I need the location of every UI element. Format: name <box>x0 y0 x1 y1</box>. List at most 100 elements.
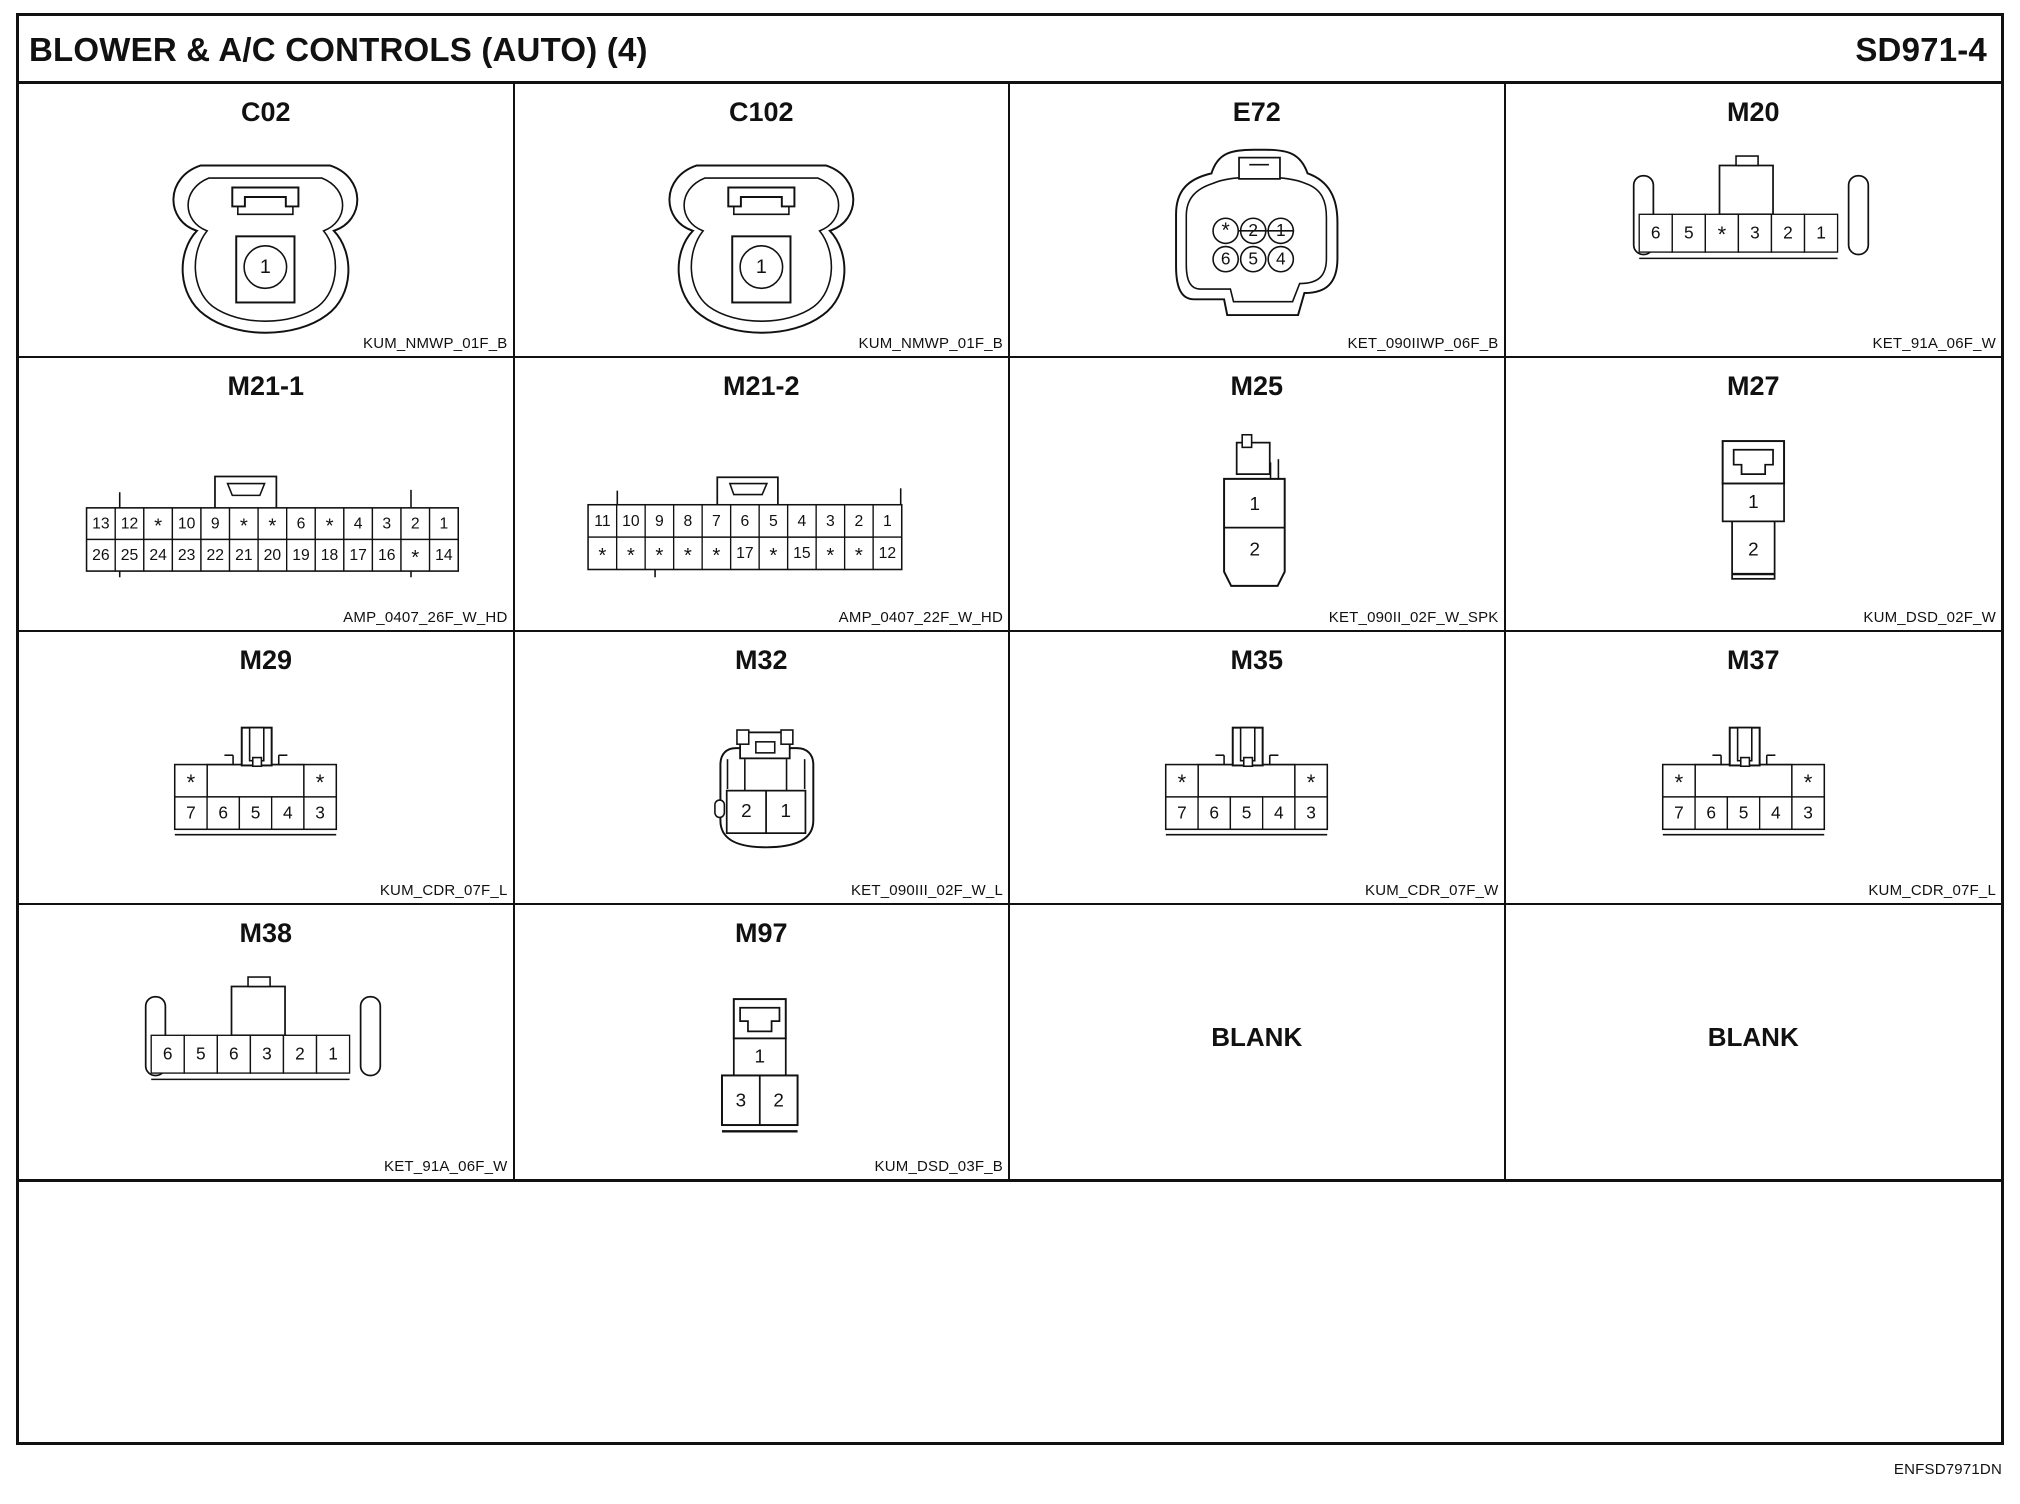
pin-label: 3 <box>735 1091 746 1112</box>
blank-connector-cell: BLANK <box>1010 905 1506 1179</box>
pin-cell <box>400 538 431 572</box>
pin-cell <box>1197 795 1232 830</box>
pin-cell <box>343 538 374 572</box>
pin-label: * <box>683 544 691 567</box>
blank-label: BLANK <box>1211 1022 1303 1053</box>
connector-sheet: BLOWER & A/C CONTROLS (AUTO) (4) SD971-4… <box>16 13 2004 1445</box>
connector-housing <box>1175 148 1339 317</box>
pin-label: 6 <box>740 513 749 530</box>
pin-label: * <box>1178 769 1187 794</box>
lock-ear-left <box>735 728 750 745</box>
pin-cell <box>1294 763 1328 798</box>
pin-label: 23 <box>178 547 196 564</box>
top-tab <box>1718 164 1774 216</box>
connector-part-number: KUM_DSD_03F_B <box>874 1158 1003 1175</box>
pin-label: * <box>154 514 162 537</box>
pin-cell <box>1726 795 1760 830</box>
pin-label: 3 <box>826 513 835 530</box>
top-tab <box>230 985 286 1037</box>
pin-label: 13 <box>92 515 110 532</box>
locking-lug <box>715 476 779 506</box>
terminal-circle <box>1212 245 1240 273</box>
connector-drawing: 1 3 2 <box>720 998 799 1133</box>
pin-cell <box>1790 763 1825 798</box>
pin-cell <box>1730 520 1775 580</box>
latch-right <box>359 996 382 1077</box>
pin-label: 7 <box>186 802 196 822</box>
connector-id: M27 <box>1726 370 1780 401</box>
pin-cell <box>174 795 208 830</box>
pin-label: 2 <box>773 1091 784 1112</box>
page-title: BLOWER & A/C CONTROLS (AUTO) (4) <box>29 31 648 68</box>
pin-cell <box>206 795 241 830</box>
pin-cell <box>371 538 402 572</box>
pin-label: 9 <box>655 513 664 530</box>
pin-cell <box>270 795 305 830</box>
pin-label: * <box>240 514 248 537</box>
terminal-circle <box>1267 245 1295 273</box>
connector-inner-ring <box>682 177 839 322</box>
pin-cell <box>1671 213 1706 253</box>
connector-id: M25 <box>1230 370 1284 401</box>
pin-label: 3 <box>1803 802 1813 822</box>
pin-cell <box>1165 763 1199 798</box>
locking-tab <box>738 1007 780 1033</box>
pin-cell <box>1790 795 1825 830</box>
connector-inner-ring <box>187 177 344 322</box>
pin-label: * <box>268 514 276 537</box>
pin-cell <box>1229 795 1264 830</box>
pin-label: 25 <box>121 547 139 564</box>
pin-cell <box>1661 763 1696 798</box>
pin-cell <box>286 538 316 572</box>
terminal-circle <box>1239 245 1267 273</box>
connector-part-number: KUM_NMWP_01F_B <box>362 334 508 352</box>
pin-label: 20 <box>264 547 282 564</box>
pin-label: 4 <box>1770 802 1780 822</box>
center-recess <box>1197 763 1296 798</box>
pin-cell <box>85 538 116 572</box>
pin-cell <box>428 538 459 572</box>
pin-label: 10 <box>178 515 196 532</box>
pin-cell <box>1261 795 1296 830</box>
pin-label: 1 <box>1816 223 1826 243</box>
pin-label: * <box>411 546 419 569</box>
pin-label: * <box>598 544 606 567</box>
locking-lug <box>214 475 278 509</box>
connector-part-number: AMP_0407_22F_W_HD <box>838 608 1003 626</box>
pin-label: 17 <box>349 547 367 564</box>
blank-label: BLANK <box>1707 1022 1799 1053</box>
connector-drawing: *21654 <box>1175 148 1339 317</box>
lock-center <box>754 740 776 754</box>
connector-part-number: KET_91A_06F_W <box>384 1158 508 1175</box>
pin-label: 6 <box>1650 223 1660 243</box>
connector-drawing: 1 <box>668 164 854 334</box>
pin-cell <box>729 536 760 570</box>
connector-part-number: KUM_DSD_02F_W <box>1863 608 1996 626</box>
connector-part-number: KUM_NMWP_01F_B <box>858 334 1003 352</box>
pin-label: 3 <box>382 515 391 532</box>
pin-label: 2 <box>295 1044 305 1064</box>
connector-id: M20 <box>1726 97 1780 127</box>
pin-label: 3 <box>262 1044 272 1064</box>
pin-label: 5 <box>769 513 778 530</box>
pin-label: 10 <box>622 513 640 530</box>
connector-part-number: KUM_CDR_07F_W <box>1365 882 1499 900</box>
pin-cell <box>257 507 288 540</box>
pin-label: 7 <box>712 513 721 530</box>
locking-slot <box>248 726 265 762</box>
pin-cell <box>371 507 402 540</box>
pin-label: * <box>1307 769 1316 794</box>
latch-right <box>1847 174 1869 256</box>
locking-tab-base <box>237 206 294 216</box>
pin-label: * <box>655 544 663 567</box>
locking-notch <box>251 756 263 767</box>
pin-label: 1 <box>754 1047 765 1068</box>
pin-cell <box>700 536 731 570</box>
